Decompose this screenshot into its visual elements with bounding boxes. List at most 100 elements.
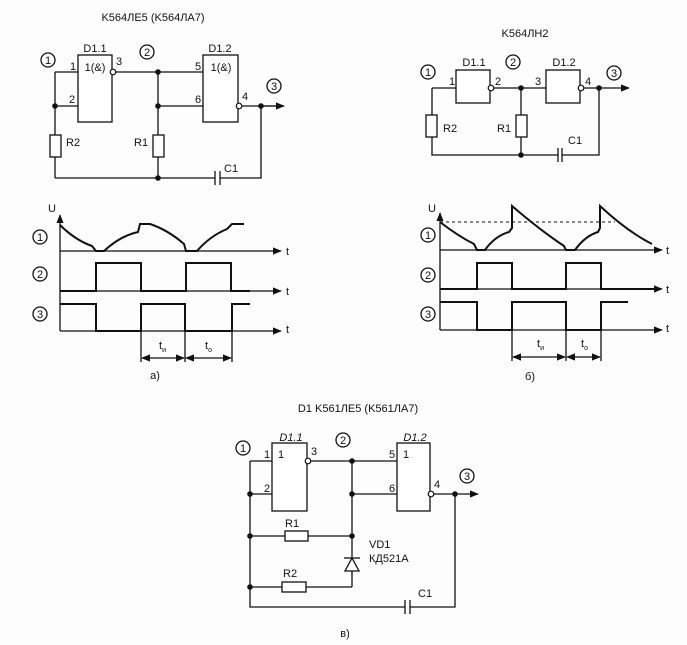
- panel-a-timing-diagram: U t t t 1 2 3 tи tо а): [32, 203, 289, 382]
- t-label: t: [286, 286, 289, 298]
- wire: [606, 65, 622, 81]
- junction-dot: [247, 584, 253, 590]
- panel-b-title: K564ЛН2: [502, 28, 549, 40]
- gate2-label: D1.2: [403, 432, 426, 444]
- node-3-marker: 3: [459, 468, 475, 484]
- t-label: t: [666, 284, 669, 296]
- node-1-marker: 1: [235, 440, 251, 456]
- node-2-marker: 2: [335, 432, 351, 448]
- resistor-r1: [515, 114, 528, 138]
- pin-label: 6: [389, 483, 395, 495]
- wire: [420, 64, 436, 80]
- label: 2: [37, 269, 43, 281]
- pin-label: 1: [70, 61, 76, 73]
- wire: [139, 44, 155, 60]
- node-2-marker: 2: [420, 267, 436, 283]
- wire: [420, 306, 436, 322]
- t-pulse-label: tи: [537, 338, 544, 352]
- c1-label: C1: [224, 163, 238, 175]
- inverter-bubble: [577, 84, 585, 92]
- node-2-marker: 2: [139, 44, 155, 60]
- label: 1: [425, 67, 431, 79]
- gate2-label: D1.2: [208, 43, 231, 55]
- t-label: t: [666, 245, 669, 257]
- junction-dot: [155, 69, 161, 75]
- pin-label: 2: [69, 94, 75, 106]
- gate-d1-2: [202, 54, 239, 123]
- panel-a-circuit: K564ЛЕ5 (K564ЛА7) D1.1 1(&) 1 2 3 D1.2 1…: [40, 12, 285, 185]
- gate2-func: 1: [403, 449, 409, 461]
- r2-label: R2: [443, 123, 457, 135]
- caption-c: в): [340, 628, 350, 640]
- axis-u-label: U: [48, 203, 56, 215]
- waveform-node-3: [440, 301, 628, 331]
- node-1-marker: 1: [40, 52, 56, 68]
- pin-label: 4: [434, 479, 440, 491]
- wire: [40, 52, 56, 68]
- node-1-marker: 1: [420, 227, 436, 243]
- label: 1: [425, 230, 431, 242]
- label: 1: [45, 55, 51, 67]
- wire: [32, 229, 48, 245]
- r2-label: R2: [283, 568, 297, 580]
- resistor-r2: [425, 114, 438, 138]
- waveform-node-2: [60, 262, 250, 292]
- t-pulse-label: tи: [159, 340, 166, 354]
- pin-label: 1: [449, 76, 455, 88]
- pin-label: 3: [116, 56, 122, 68]
- panel-a-title: K564ЛЕ5 (K564ЛА7): [101, 12, 204, 24]
- wire: [32, 266, 48, 282]
- node-1-marker: 1: [32, 229, 48, 245]
- label: 3: [611, 68, 617, 80]
- waveform-node-1: [59, 223, 244, 252]
- label: 2: [144, 47, 150, 59]
- pin-label: 4: [585, 76, 591, 88]
- wire: [505, 54, 521, 70]
- panel-c-title: D1 K561ЛЕ5 (K561ЛА7): [298, 403, 418, 415]
- junction-dot: [155, 175, 161, 181]
- node-2-marker: 2: [505, 54, 521, 70]
- t-label: t: [286, 246, 289, 258]
- resistor-r1: [152, 134, 165, 158]
- pin-label: 5: [195, 61, 201, 73]
- wire: [420, 267, 436, 283]
- label: 1: [240, 443, 246, 455]
- waveform-node-3: [60, 303, 250, 332]
- node-1-marker: 1: [420, 64, 436, 80]
- c1-label: C1: [568, 135, 582, 147]
- gate-d1-2: [545, 69, 581, 104]
- resistor-r2: [281, 581, 307, 593]
- pin-label: 2: [264, 483, 270, 495]
- gate1-label: D1.1: [279, 432, 302, 444]
- wire: [420, 227, 436, 243]
- junction-dot: [258, 103, 264, 109]
- junction-dot: [452, 491, 458, 497]
- diode-vd1: [343, 556, 361, 572]
- c1-label: C1: [418, 588, 432, 600]
- label: 2: [340, 435, 346, 447]
- gate-d1-2: [396, 442, 431, 512]
- diode-type-label: КД521А: [369, 553, 409, 565]
- panel-b-circuit: K564ЛН2 D1.1 D1.2 1 2 3 4 R2 R1 C1 1 2 3: [420, 28, 630, 162]
- r1-label: R1: [497, 123, 511, 135]
- diode-label: VD1: [369, 539, 390, 551]
- label: 2: [510, 57, 516, 69]
- label: 3: [464, 471, 470, 483]
- junction-dot: [155, 103, 161, 109]
- wire: [335, 432, 351, 448]
- r1-label: R1: [134, 137, 148, 149]
- node-3-marker: 3: [32, 306, 48, 322]
- inverter-bubble: [304, 457, 312, 465]
- wire: [235, 440, 251, 456]
- junction-dot: [247, 491, 253, 497]
- caption-b: б): [525, 371, 535, 383]
- wire: [140, 331, 233, 362]
- gate1-func: 1: [278, 449, 284, 461]
- resistor-r1: [284, 530, 309, 542]
- wire: [511, 330, 602, 361]
- resistor-r2: [49, 134, 62, 158]
- r2-label: R2: [66, 137, 80, 149]
- inverter-bubble: [487, 84, 495, 92]
- waveform-node-1: [439, 203, 653, 251]
